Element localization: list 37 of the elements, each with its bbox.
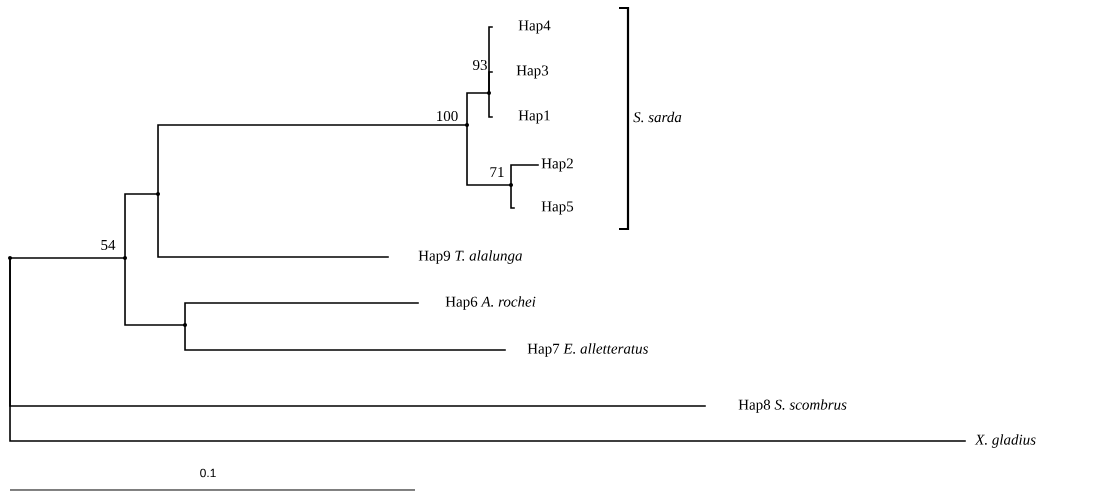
branch-point [183, 323, 187, 327]
taxon-label: Hap4 [518, 20, 551, 34]
tree-branch [510, 184, 515, 209]
tree-branch [488, 92, 493, 118]
taxon-label: Hap9 T. alalunga [418, 250, 522, 264]
support-value: 54 [101, 240, 116, 250]
tree-branch [9, 257, 966, 442]
clade-label: S. sarda [633, 111, 682, 123]
support-value: 93 [473, 59, 487, 71]
branch-point [465, 123, 469, 127]
taxon-label: Hap7 E. alletteratus [527, 343, 648, 357]
taxon-label: Hap6 A. rochei [445, 296, 536, 310]
branch-point [156, 192, 160, 196]
scale-label: 0.1 [200, 468, 216, 478]
taxon-label: Hap8 S. scombrus [738, 399, 847, 413]
taxon-label: Hap2 [541, 158, 573, 172]
branch-point [509, 183, 513, 187]
tree-branch [157, 124, 468, 195]
branch-point [487, 91, 491, 95]
tree-branch [466, 124, 512, 186]
tree-branch [184, 324, 506, 351]
branch-point [8, 256, 12, 260]
taxon-label: X. gladius [974, 434, 1036, 448]
tree-branch [488, 71, 493, 94]
taxon-label: Hap5 [541, 201, 574, 215]
tree-branch [466, 92, 490, 126]
tree-branch [124, 257, 186, 326]
tree-branch [9, 257, 126, 259]
tree-branch [124, 193, 159, 259]
support-value: 100 [437, 110, 458, 122]
tree-branch [184, 302, 419, 326]
taxon-label: Hap1 [518, 110, 550, 124]
tree-branch [510, 164, 539, 186]
tree-branch [157, 193, 389, 258]
taxon-label: Hap3 [516, 65, 549, 79]
branch-point [123, 256, 127, 260]
support-value: 71 [490, 167, 504, 177]
